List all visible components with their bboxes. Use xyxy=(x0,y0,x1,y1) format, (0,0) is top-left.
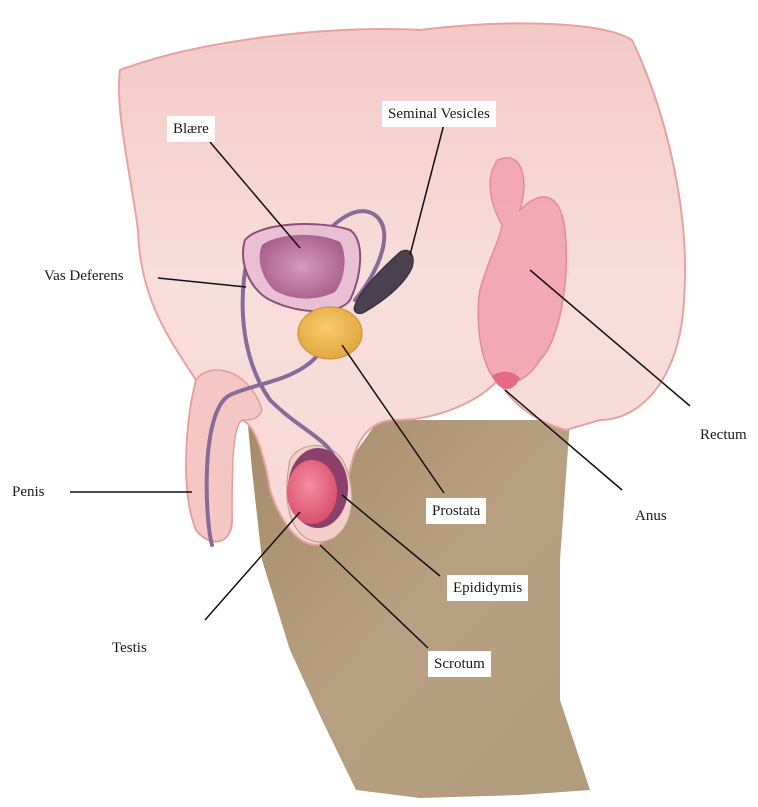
label-prostata: Prostata xyxy=(426,498,486,524)
label-scrotum: Scrotum xyxy=(428,651,491,677)
label-anus: Anus xyxy=(635,506,667,526)
label-blaere: Blære xyxy=(167,116,215,142)
penis-shape xyxy=(186,370,262,541)
label-seminal-vesicles: Seminal Vesicles xyxy=(382,101,496,127)
prostate-shape xyxy=(298,307,362,359)
label-penis: Penis xyxy=(12,482,45,502)
label-rectum: Rectum xyxy=(700,425,747,445)
label-testis: Testis xyxy=(112,638,147,658)
label-epididymis: Epididymis xyxy=(447,575,528,601)
label-vas-deferens: Vas Deferens xyxy=(38,263,130,289)
testis-shape xyxy=(287,460,337,524)
